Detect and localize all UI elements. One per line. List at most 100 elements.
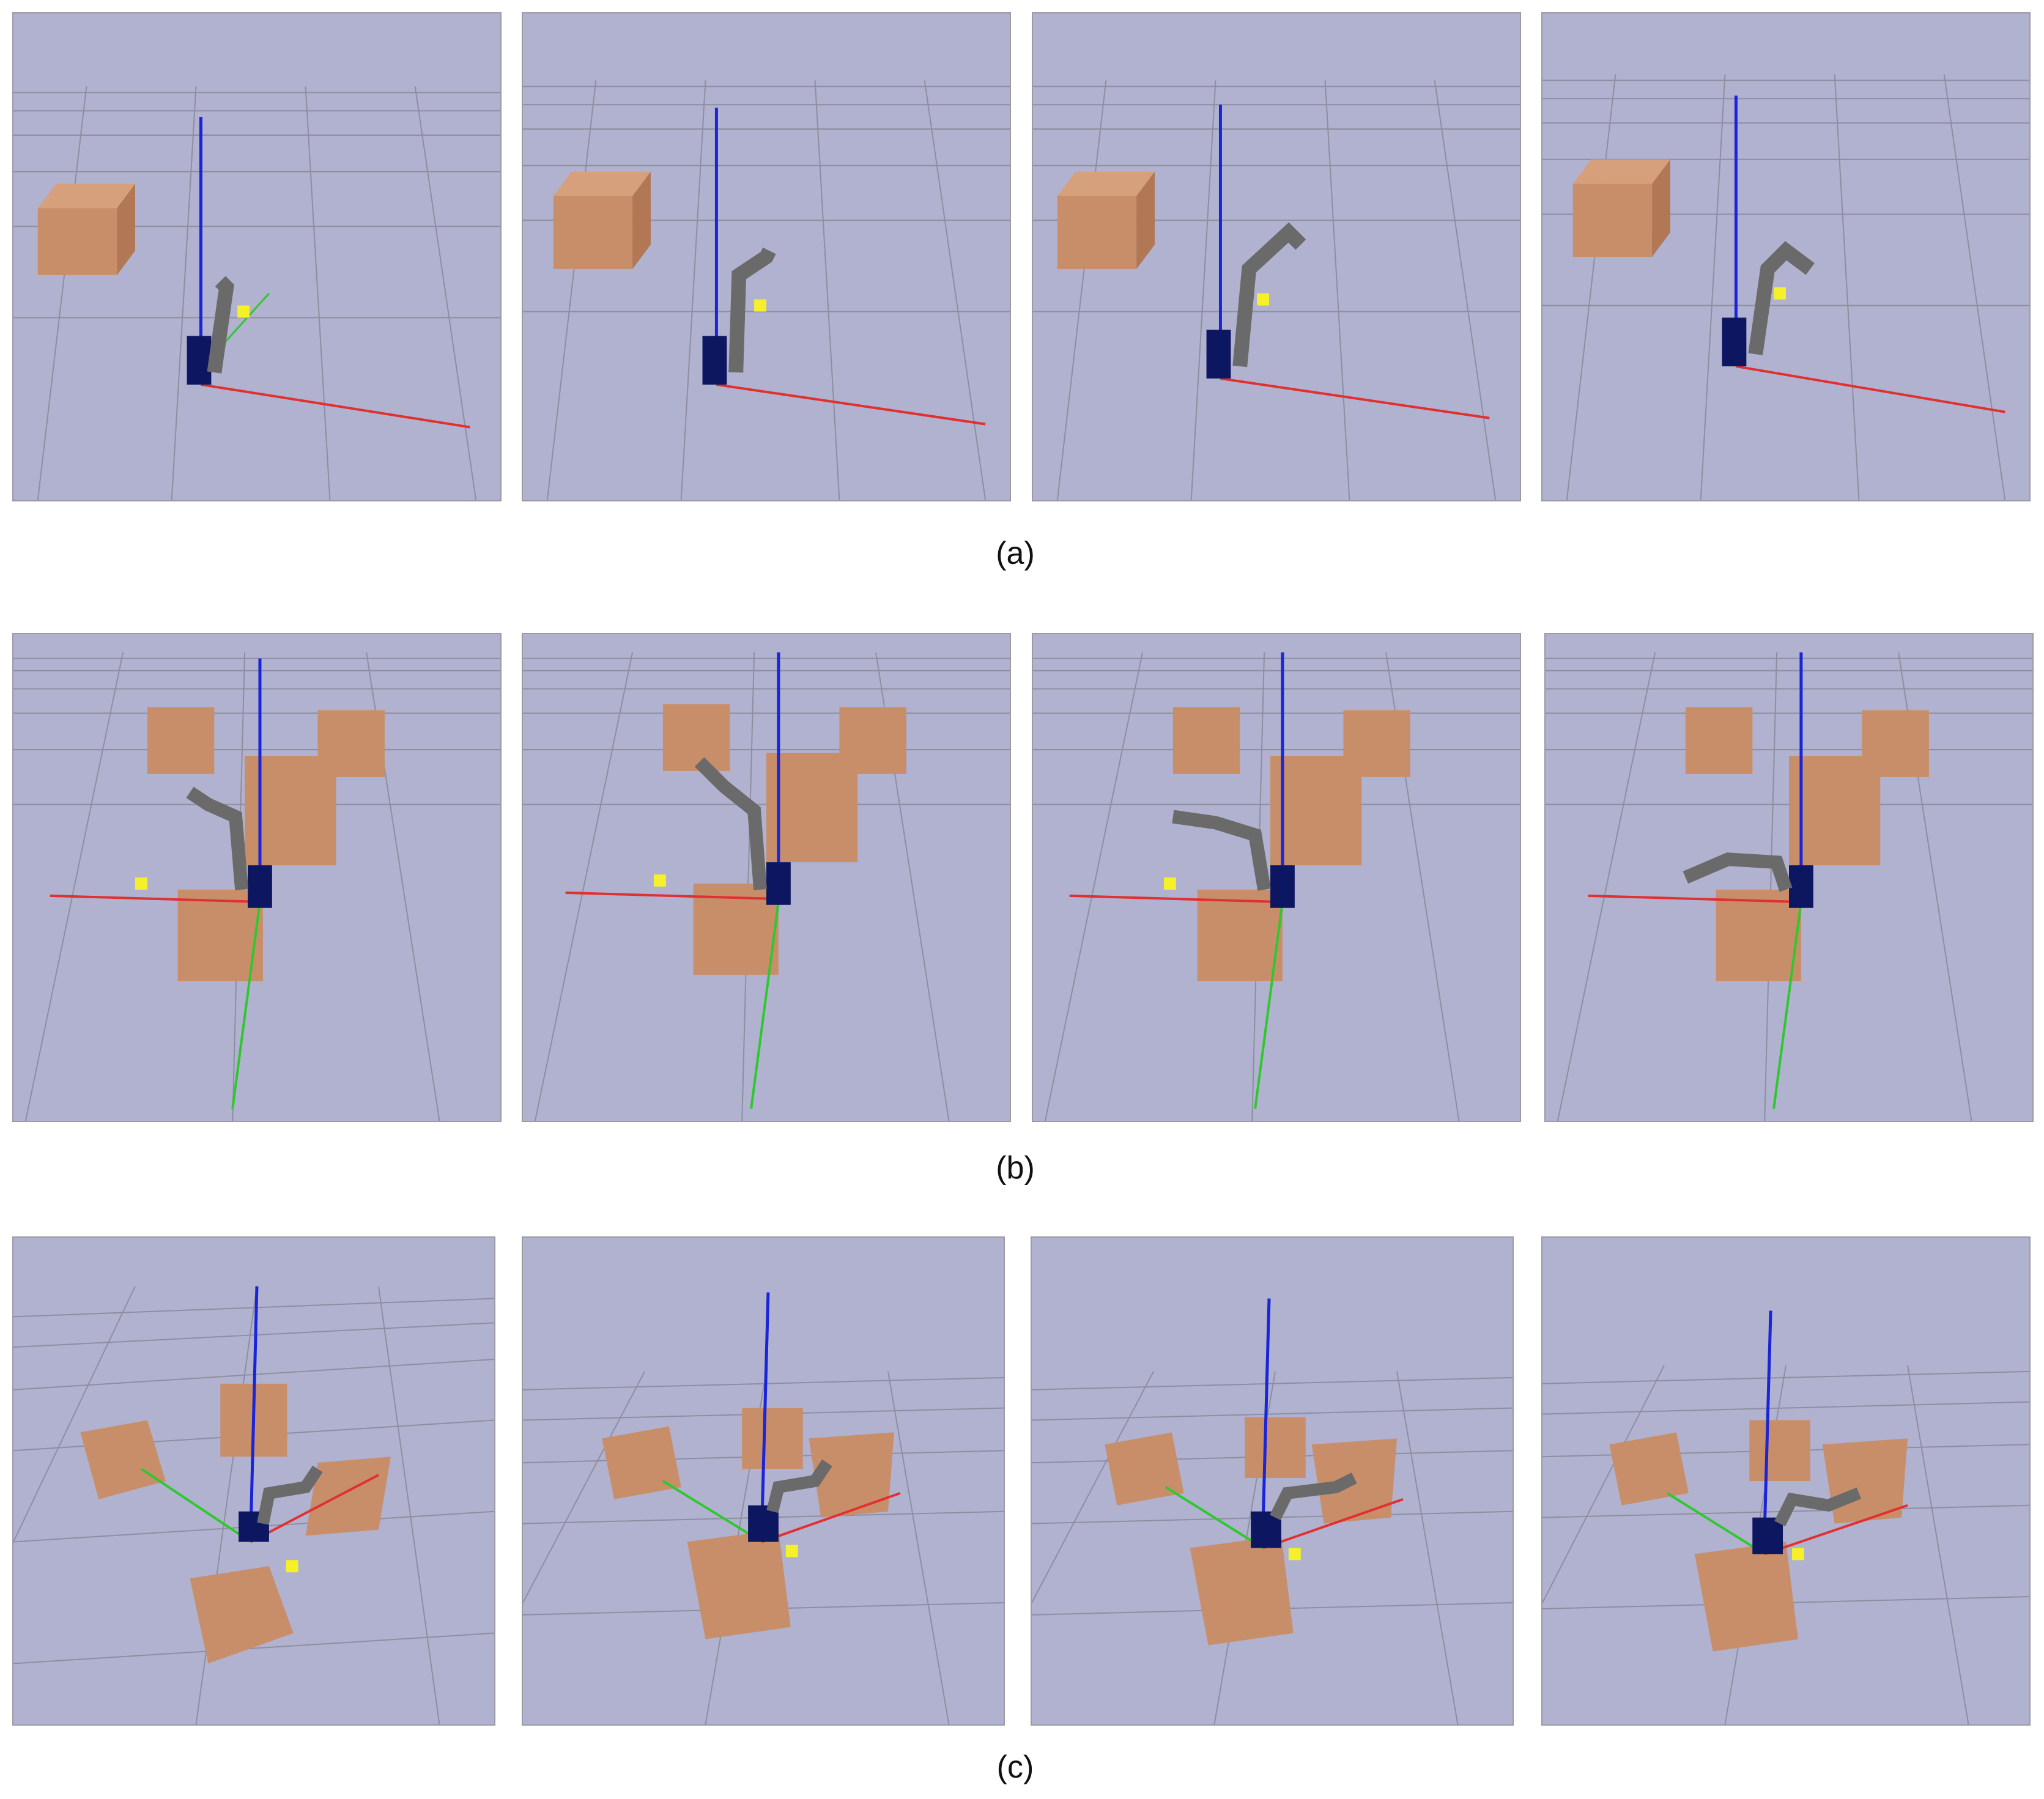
box: [1105, 1432, 1184, 1505]
robot-arm: [1270, 1472, 1357, 1521]
robot-arm: [1683, 852, 1793, 892]
ground-grid: [1542, 74, 2029, 500]
row-b-frame-1: [12, 633, 502, 1122]
box: [1609, 1432, 1689, 1505]
target-marker: [785, 1545, 798, 1557]
row-a-frame-2: [522, 12, 1011, 501]
target-marker: [1257, 293, 1270, 306]
y-axis: [231, 901, 261, 1109]
box: [1685, 707, 1753, 774]
box: [147, 707, 215, 774]
scene-render: [1032, 1238, 1513, 1724]
x-axis: [250, 1474, 379, 1543]
scene-render: [1033, 634, 1520, 1121]
box: [37, 183, 135, 275]
box: [305, 1457, 391, 1536]
robot-arm: [728, 247, 776, 373]
caption-a: (a): [996, 536, 1035, 571]
robot-base: [1270, 865, 1295, 908]
scene-render: [523, 1238, 1004, 1724]
robot-arm: [1774, 1487, 1862, 1527]
row-c-frame-4: [1541, 1236, 2031, 1726]
target-marker: [237, 305, 250, 318]
caption-c: (c): [996, 1749, 1034, 1785]
robot-arm: [1232, 222, 1306, 368]
row-b-frame-3: [1032, 633, 1521, 1122]
y-axis: [1165, 1486, 1264, 1550]
x-axis: [716, 383, 986, 426]
target-marker: [286, 1560, 298, 1573]
scene-render: [1546, 634, 2032, 1121]
scene-render: [523, 634, 1010, 1121]
row-b-frame-2: [522, 633, 1011, 1122]
box: [766, 753, 858, 863]
x-axis: [1069, 894, 1277, 903]
robot-arm: [186, 786, 249, 890]
box: [602, 1426, 681, 1499]
robot-base: [1789, 865, 1813, 908]
x-axis: [1588, 894, 1796, 903]
robot-base: [187, 336, 212, 385]
box: [1245, 1417, 1306, 1479]
target-marker: [1163, 877, 1176, 890]
box: [1694, 1542, 1798, 1652]
box: [1789, 756, 1881, 866]
box: [80, 1420, 166, 1499]
target-marker: [754, 299, 766, 312]
row-c-frame-1: [12, 1236, 495, 1726]
y-axis: [662, 1480, 763, 1543]
z-axis: [249, 1286, 259, 1530]
caption-b: (b): [996, 1150, 1035, 1186]
box: [1270, 756, 1362, 866]
scene-render: [13, 634, 500, 1121]
robot-base: [1206, 330, 1231, 379]
box: [1197, 889, 1283, 981]
x-axis: [201, 383, 470, 429]
box: [687, 1529, 791, 1639]
box: [662, 704, 730, 771]
box: [1190, 1535, 1294, 1646]
x-axis: [1220, 377, 1490, 419]
x-axis: [565, 891, 773, 900]
row-a-frame-4: [1541, 12, 2031, 501]
row-c-frame-3: [1031, 1236, 1514, 1726]
box: [809, 1432, 894, 1518]
scene-render: [1542, 1238, 2029, 1724]
scene-render: [1033, 13, 1520, 500]
y-axis: [140, 1468, 252, 1543]
x-axis: [1736, 365, 2005, 413]
robot-base: [766, 862, 791, 905]
robot-base: [1722, 317, 1747, 367]
ground-grid: [1033, 652, 1520, 1121]
row-a-frame-1: [12, 12, 502, 501]
x-axis: [50, 894, 257, 903]
scene-render: [1542, 13, 2029, 500]
robot-base: [248, 865, 272, 908]
robot-base: [1752, 1517, 1783, 1554]
box: [190, 1566, 294, 1664]
box: [1172, 707, 1240, 774]
row-a-frame-3: [1032, 12, 1521, 501]
z-axis: [1261, 1298, 1271, 1524]
target-marker: [1791, 1548, 1804, 1561]
box: [1716, 889, 1801, 981]
robot-arm: [766, 1459, 832, 1513]
box: [1749, 1420, 1810, 1481]
y-axis: [1772, 901, 1802, 1109]
robot-arm: [257, 1465, 323, 1525]
target-marker: [653, 874, 666, 887]
y-axis: [1666, 1492, 1766, 1556]
z-axis: [760, 1292, 770, 1518]
robot-arm: [207, 276, 234, 374]
target-marker: [1774, 287, 1786, 300]
x-axis: [761, 1492, 901, 1543]
target-marker: [1288, 1548, 1301, 1561]
robot-arm: [1748, 241, 1815, 355]
box: [742, 1408, 803, 1469]
box: [553, 171, 651, 269]
box: [1057, 171, 1155, 269]
robot-arm: [694, 757, 767, 890]
box: [1572, 159, 1670, 257]
y-axis: [750, 901, 780, 1109]
z-axis: [1763, 1310, 1772, 1530]
